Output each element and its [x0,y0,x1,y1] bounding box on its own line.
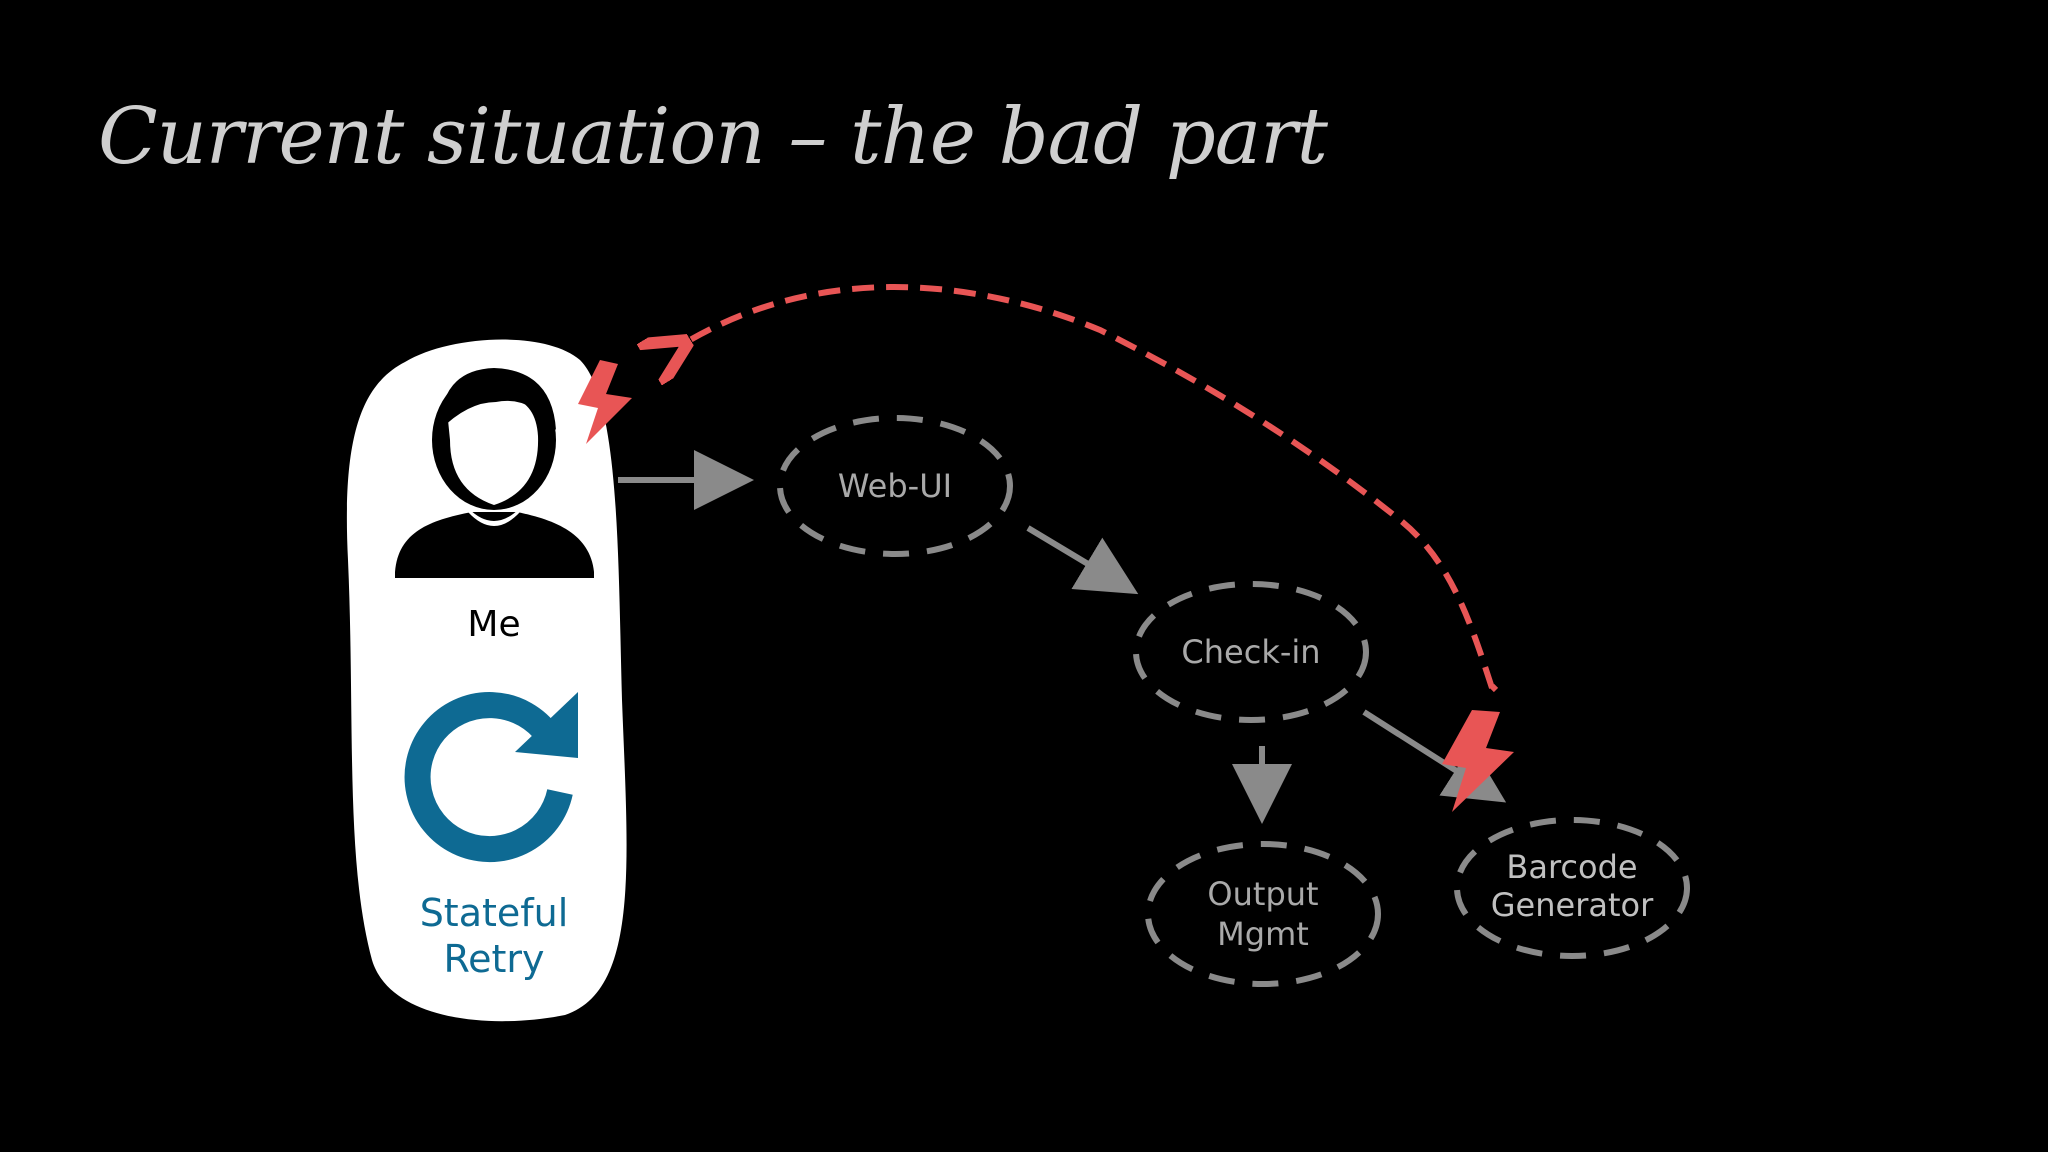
node-output-label-line1: Output [1207,875,1318,913]
node-output-label-line2: Mgmt [1217,915,1309,953]
failure-return-arrow [680,284,1495,689]
retry-label-line1: Stateful [420,891,569,935]
node-barcode-generator [1454,817,1690,959]
node-barcode-label-line2: Generator [1491,886,1654,924]
node-web-ui [777,415,1013,557]
person-icon [395,368,594,578]
actor-panel [346,339,627,1022]
retry-label-line2: Retry [443,937,544,981]
actor-label: Me [467,604,520,645]
arrow-web-ui-to-check-in [1026,525,1139,595]
refresh-icon [404,692,578,863]
lightning-icon-actor [578,360,632,444]
node-barcode-label-line1: Barcode [1506,848,1637,886]
lightning-icon-barcode [1442,710,1514,812]
node-check-in-label: Check-in [1181,633,1320,671]
node-check-in [1133,581,1369,723]
node-output-mgmt [1145,841,1381,987]
node-web-ui-label: Web-UI [838,467,952,505]
slide-title: Current situation – the bad part [98,92,1328,182]
